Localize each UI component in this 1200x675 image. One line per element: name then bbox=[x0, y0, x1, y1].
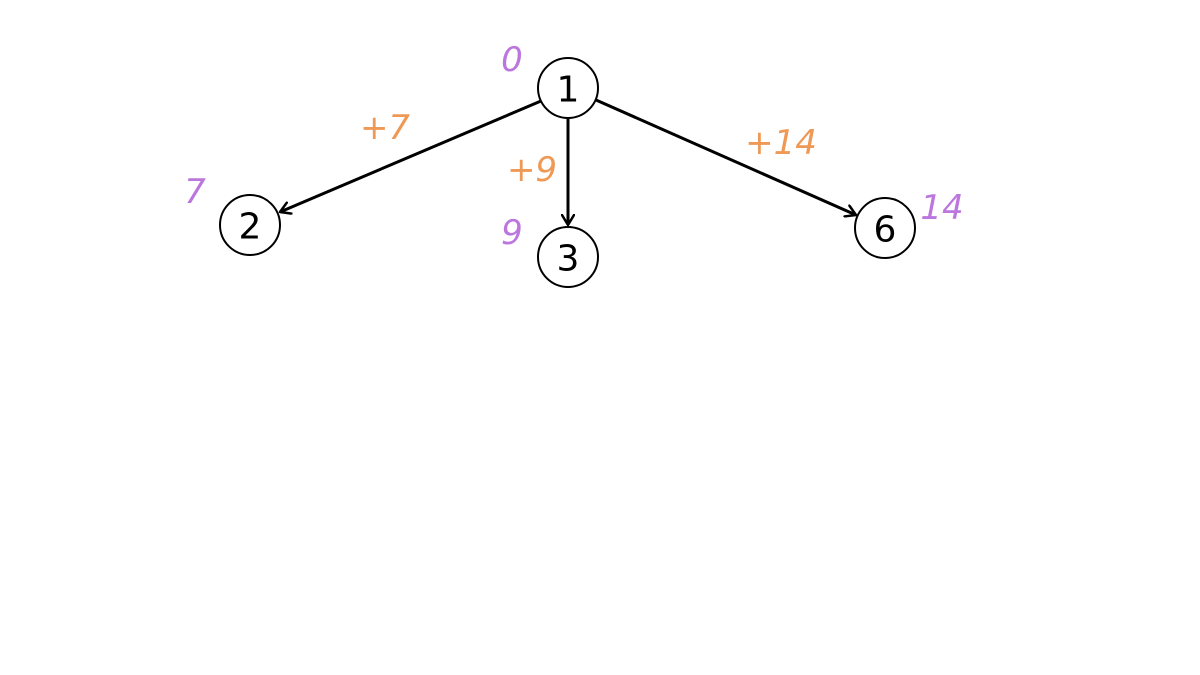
node-label-1: 1 bbox=[557, 70, 580, 111]
edge-1-to-2: +7 bbox=[280, 99, 542, 212]
node-label-3: 3 bbox=[557, 239, 580, 280]
node-1: 1 0 bbox=[501, 40, 599, 119]
edge-1-to-3: +9 bbox=[507, 118, 568, 225]
edge-arrow-1-2 bbox=[280, 99, 542, 212]
node-3: 3 9 bbox=[501, 213, 599, 288]
edges: +7 +9 +14 bbox=[280, 98, 856, 225]
node-circle-1 bbox=[537, 57, 599, 119]
node-6: 6 14 bbox=[854, 188, 964, 259]
nodes: 1 0 2 7 3 9 6 14 bbox=[184, 40, 964, 288]
node-circle-2 bbox=[219, 194, 281, 256]
edge-weight-1-6: +14 bbox=[745, 123, 817, 163]
node-label-6: 6 bbox=[874, 210, 897, 251]
distance-label-6: 14 bbox=[920, 188, 963, 228]
node-label-2: 2 bbox=[239, 207, 262, 248]
edge-arrow-1-6 bbox=[595, 98, 856, 215]
distance-label-2: 7 bbox=[184, 172, 206, 212]
edge-weight-1-3: +9 bbox=[507, 150, 557, 190]
node-2: 2 7 bbox=[184, 172, 281, 256]
node-circle-3 bbox=[537, 226, 599, 288]
distance-label-3: 9 bbox=[501, 213, 523, 253]
edge-1-to-6: +14 bbox=[595, 98, 856, 215]
node-circle-6 bbox=[854, 197, 916, 259]
distance-label-1: 0 bbox=[501, 40, 523, 80]
edge-weight-1-2: +7 bbox=[360, 108, 410, 148]
